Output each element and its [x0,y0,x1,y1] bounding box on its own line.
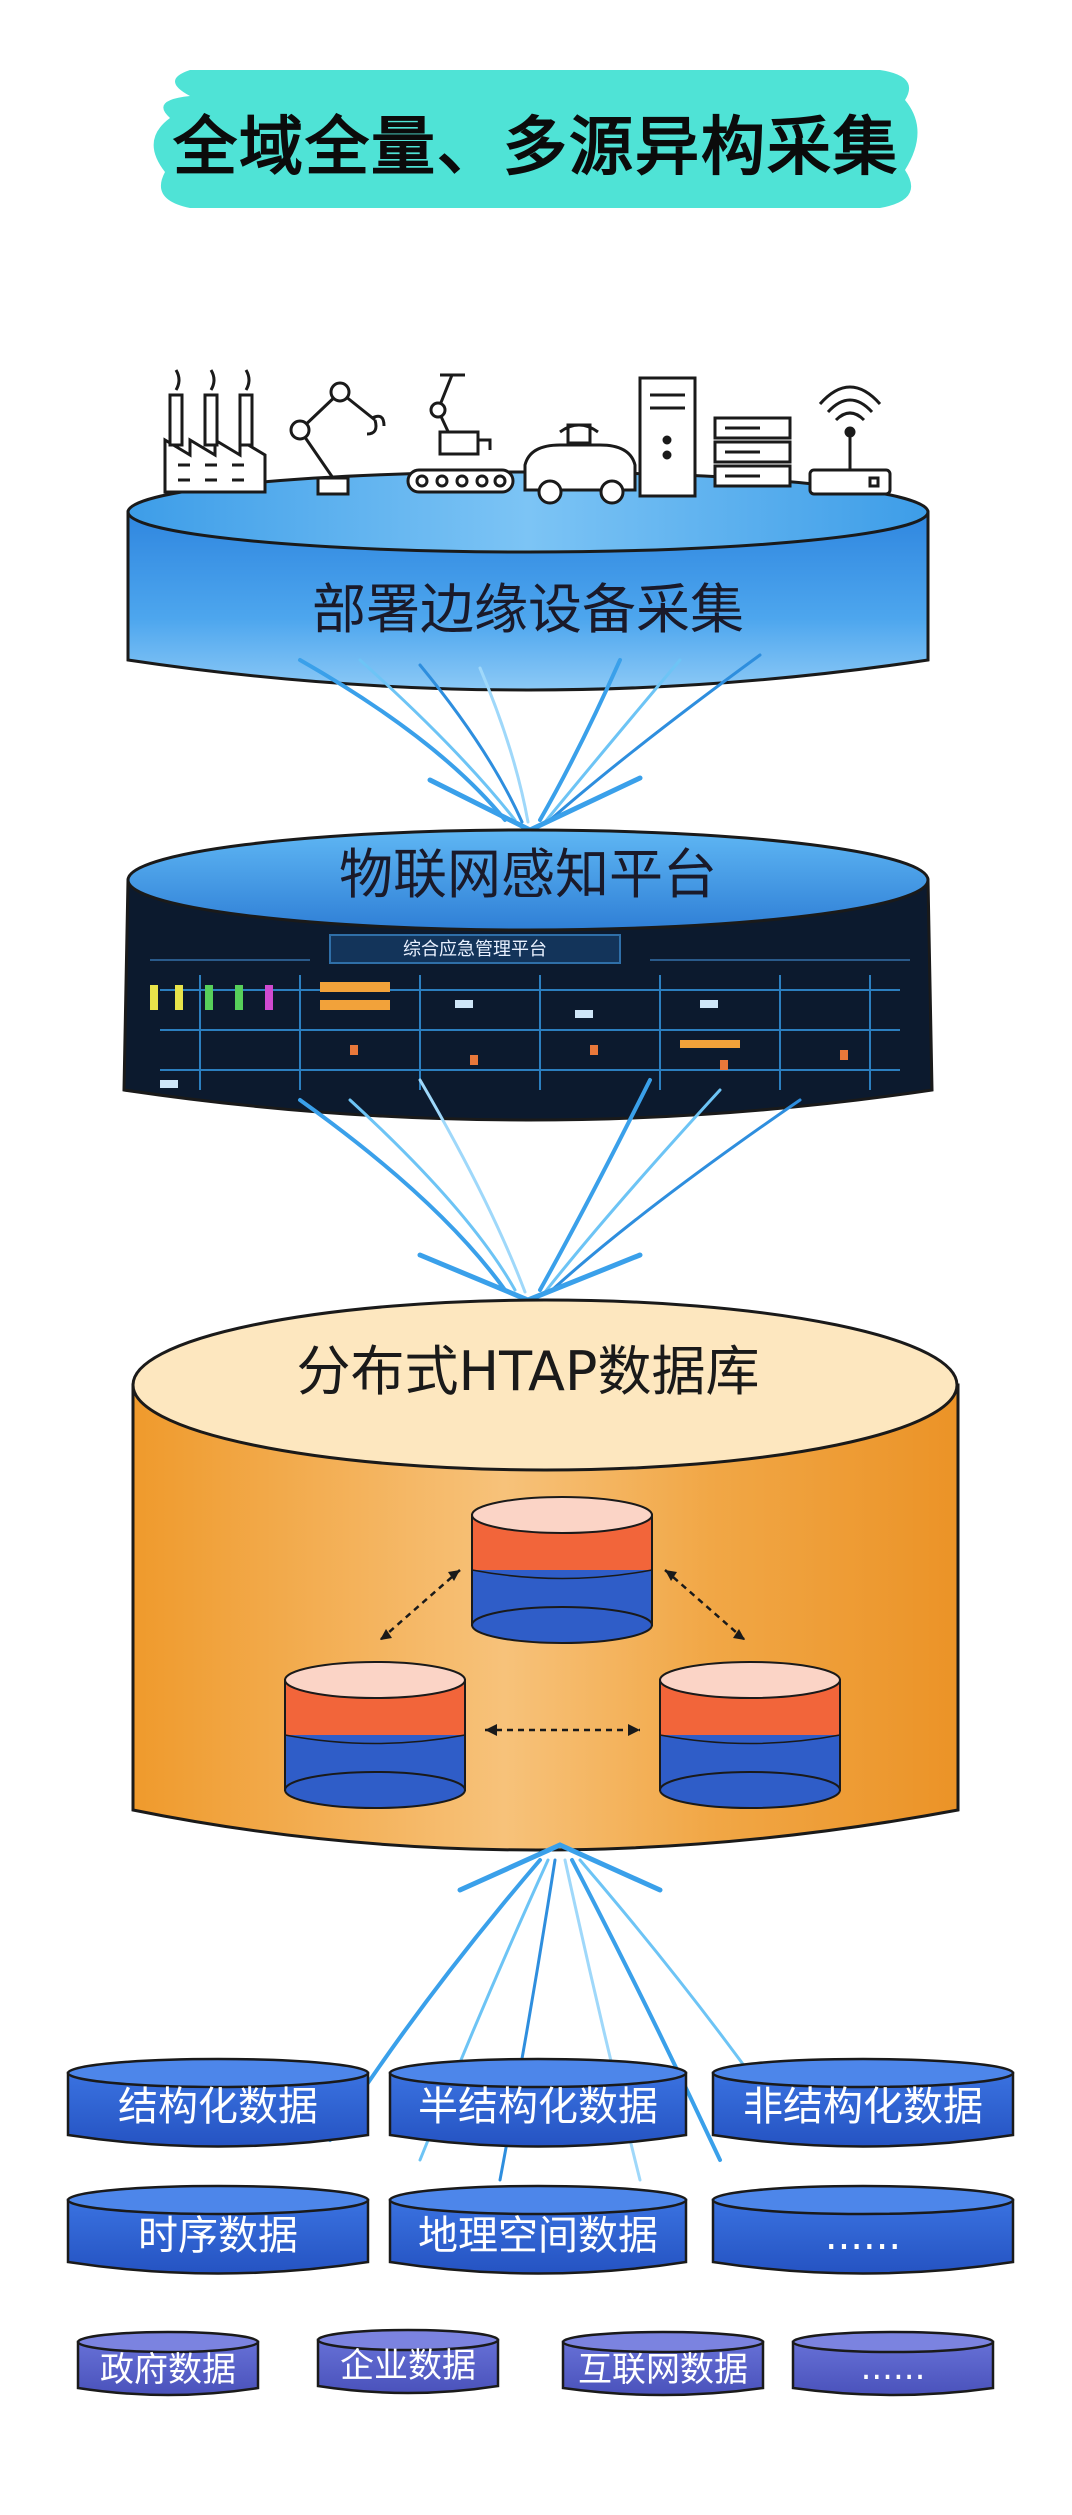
title-banner [153,70,918,208]
server-rack-icon [713,416,792,488]
edge-layer-label: 部署边缘设备采集 [312,578,744,641]
iot-layer-label: 物联网感知平台 [339,843,717,906]
robot-arm-icon [289,381,386,496]
source-government [76,2330,260,2397]
source-timeseries [66,2184,370,2275]
replication-arrowheads [380,1570,745,1736]
source-label: 政府数据 [100,2350,236,2390]
source-internet [561,2330,765,2397]
server-tower-icon [638,376,697,498]
replication-links [379,1569,746,1732]
vehicle-icon [523,423,637,505]
source-geospatial [388,2184,688,2275]
iot-platform-cylinder [122,828,934,1122]
db-node-right [659,1661,841,1809]
source-label: 互联网数据 [578,2350,748,2390]
source-structured [66,2057,370,2148]
source-label: 半结构化数据 [418,2084,658,2130]
source-more-2 [791,2330,995,2397]
source-semi-structured [388,2057,688,2148]
flow-arrow-iot-to-db [298,1078,802,1303]
db-node-top [471,1496,653,1644]
db-node-left [284,1661,466,1809]
source-more-1 [711,2184,1015,2275]
source-label: ...... [860,2348,926,2388]
source-label: 企业数据 [340,2346,476,2386]
db-layer-label: 分布式HTAP数据库 [296,1340,760,1403]
page-title: 全域全量、多源异构采集 [173,111,899,185]
factory-icon [163,369,267,494]
screen-title: 综合应急管理平台 [403,939,547,960]
source-enterprise [316,2328,500,2395]
router-icon [808,385,892,496]
source-label: ...... [824,2213,902,2259]
source-unstructured [711,2057,1015,2148]
source-label: 非结构化数据 [743,2084,983,2130]
source-label: 地理空间数据 [418,2213,658,2259]
source-label: 结构化数据 [118,2084,318,2130]
assembly-line-icon [406,373,515,494]
dashboard-screen [150,934,910,1090]
source-label: 时序数据 [138,2213,298,2259]
